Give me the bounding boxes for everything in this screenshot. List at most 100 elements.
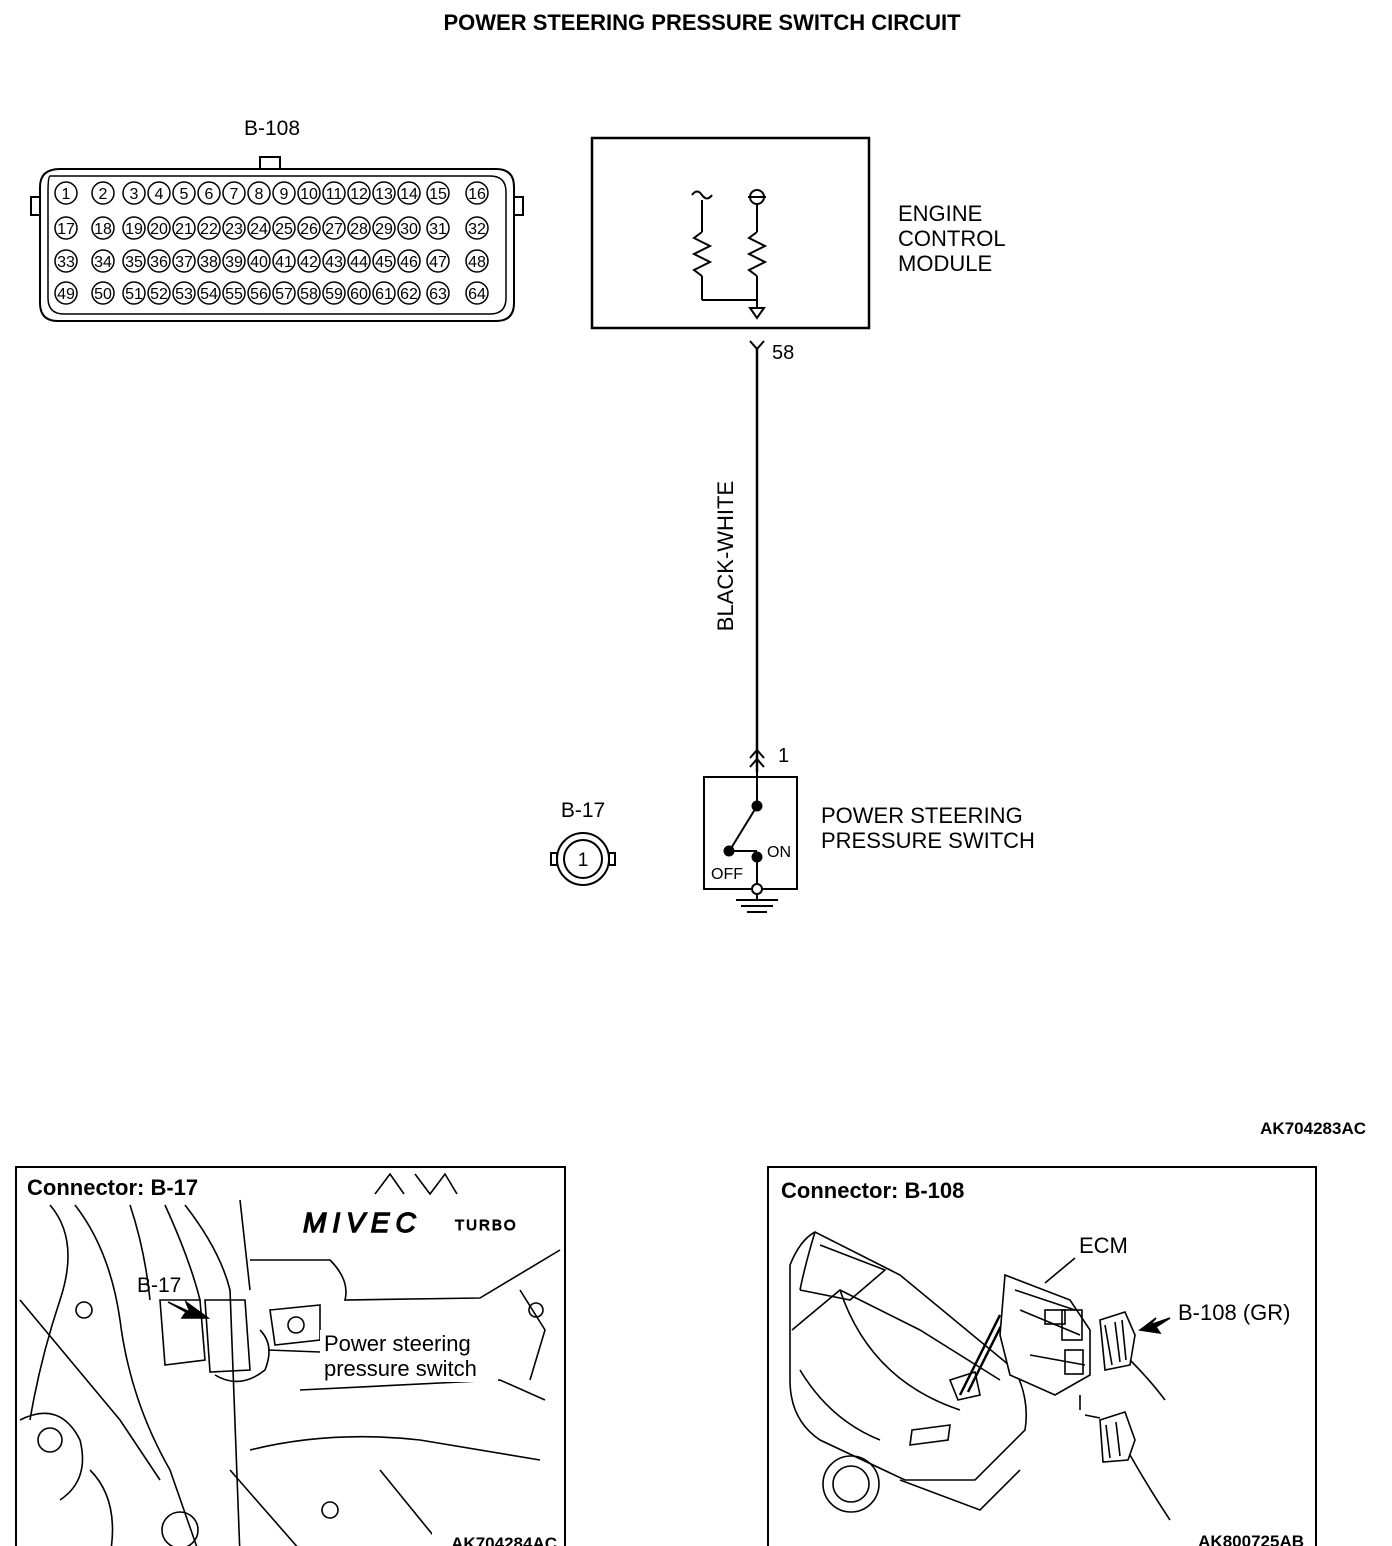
b108-pin-ring [122,216,146,240]
b108-pin-ring [147,181,171,205]
b108-pin-number: 46 [400,254,418,271]
b108-pin-number: 47 [429,254,447,271]
switch-pin-number: 1 [778,745,789,767]
b108-pin-number: 38 [200,254,218,271]
b108-pin-ring [465,281,489,305]
b108-pin-ring [322,216,346,240]
b108-pin-number: 60 [350,286,368,303]
b108-pin-number: 59 [325,286,343,303]
b108-pin-number: 26 [300,221,318,238]
b108-pin-number: 7 [230,186,239,203]
panel-right-heading: Connector: B-108 [781,1178,964,1203]
label-backdrop [320,1330,498,1382]
engine-logo-small: TURBO [455,1217,518,1234]
b108-pin-number: 22 [200,221,218,238]
b108-pin-number: 4 [155,186,164,203]
b108-pin-ring [54,281,78,305]
ecm-internal-circuit [691,189,768,320]
panel-left-heading: Connector: B-17 [27,1175,198,1200]
b108-pin-number: 49 [57,286,75,303]
vehicle-illustration [789,1231,1171,1521]
b108-pin-number: 48 [468,254,486,271]
b108-pin-ring [347,281,371,305]
panel-left-code: AK704284AC [451,1534,557,1546]
b108-pin-ring [397,249,421,273]
arrow-icon [167,1299,211,1319]
b108-pin-ring [372,216,396,240]
b108-pin-number: 53 [175,286,193,303]
b108-pin-ring [426,181,450,205]
b108-pin-number: 36 [150,254,168,271]
b108-pin-number: 19 [125,221,143,238]
b108-pin-ring [222,249,246,273]
b108-pin-number: 25 [275,221,293,238]
b108-pin-ring [172,249,196,273]
b108-pin-ring [297,281,321,305]
b108-pin-ring [322,181,346,205]
b108-pin-number: 40 [250,254,268,271]
b108-pin-number: 51 [125,286,143,303]
b108-pin-number: 8 [255,186,264,203]
b108-pin-number: 2 [99,186,108,203]
b108-pin-number: 31 [429,221,447,238]
b108-pin-ring [222,181,246,205]
b108-pin-number: 44 [350,254,368,271]
b108-pin-number: 50 [94,286,112,303]
ecm-terminal-58 [749,340,765,350]
b108-pin-ring [197,216,221,240]
b108-pin-ring [272,181,296,205]
b108-pin-ring [91,216,115,240]
ecm-pin-number: 58 [772,342,794,364]
b108-pin-ring [372,181,396,205]
b108-pin-ring [91,181,115,205]
b108-pin-number: 15 [429,186,447,203]
b108-pin-number: 10 [300,186,318,203]
b108-pin-ring [465,181,489,205]
b108-pin-number: 63 [429,286,447,303]
b108-pin-number: 56 [250,286,268,303]
panel-connector-b17: Connector: B-17 MIVEC TURBO B-17 Power s… [15,1166,566,1546]
b108-pin-number: 54 [200,286,218,303]
b108-pin-number: 5 [180,186,189,203]
b17-label: B-17 [561,799,605,822]
b108-pin-ring [397,216,421,240]
b108-pin-ring [347,249,371,273]
b108-pin-number: 21 [175,221,193,238]
b108-pin-number: 39 [225,254,243,271]
b108-pin-ring [197,249,221,273]
b108-pin-number: 18 [94,221,112,238]
b108-pin-number: 41 [275,254,293,271]
b108-pin-ring [272,281,296,305]
b108-pin-number: 24 [250,221,268,238]
b108-pin-ring [297,181,321,205]
switch-off-label: OFF [711,866,743,883]
b108-pin-number: 42 [300,254,318,271]
b108-pin-ring [372,281,396,305]
ecm-name-line1: ENGINE [898,201,982,226]
switch-box [703,776,798,890]
b108-pin-number: 32 [468,221,486,238]
switch-terminal-1 [749,748,765,768]
b108-pin-number: 3 [130,186,139,203]
panel-left-callout: B-17 [137,1274,181,1297]
b108-pin-ring [147,249,171,273]
b108-pin-ring [272,216,296,240]
b108-pin-ring [147,281,171,305]
b108-pin-ring [297,249,321,273]
b108-pin-number: 1 [62,186,71,203]
b108-pin-number: 33 [57,254,75,271]
b108-pin-number: 35 [125,254,143,271]
wire-color-label: BLACK-WHITE [713,481,738,631]
b108-pin-number: 17 [57,221,75,238]
b17-connector [550,832,616,886]
ecm-leader-line [1044,1257,1076,1284]
b108-pin-ring [91,281,115,305]
b108-pin-number: 29 [375,221,393,238]
engine-logo: MIVEC [303,1207,422,1238]
b108-pin-number: 13 [375,186,393,203]
b108-pin-ring [122,249,146,273]
b108-pin-ring [222,281,246,305]
b108-pin-ring [426,281,450,305]
b108-pin-ring [122,281,146,305]
